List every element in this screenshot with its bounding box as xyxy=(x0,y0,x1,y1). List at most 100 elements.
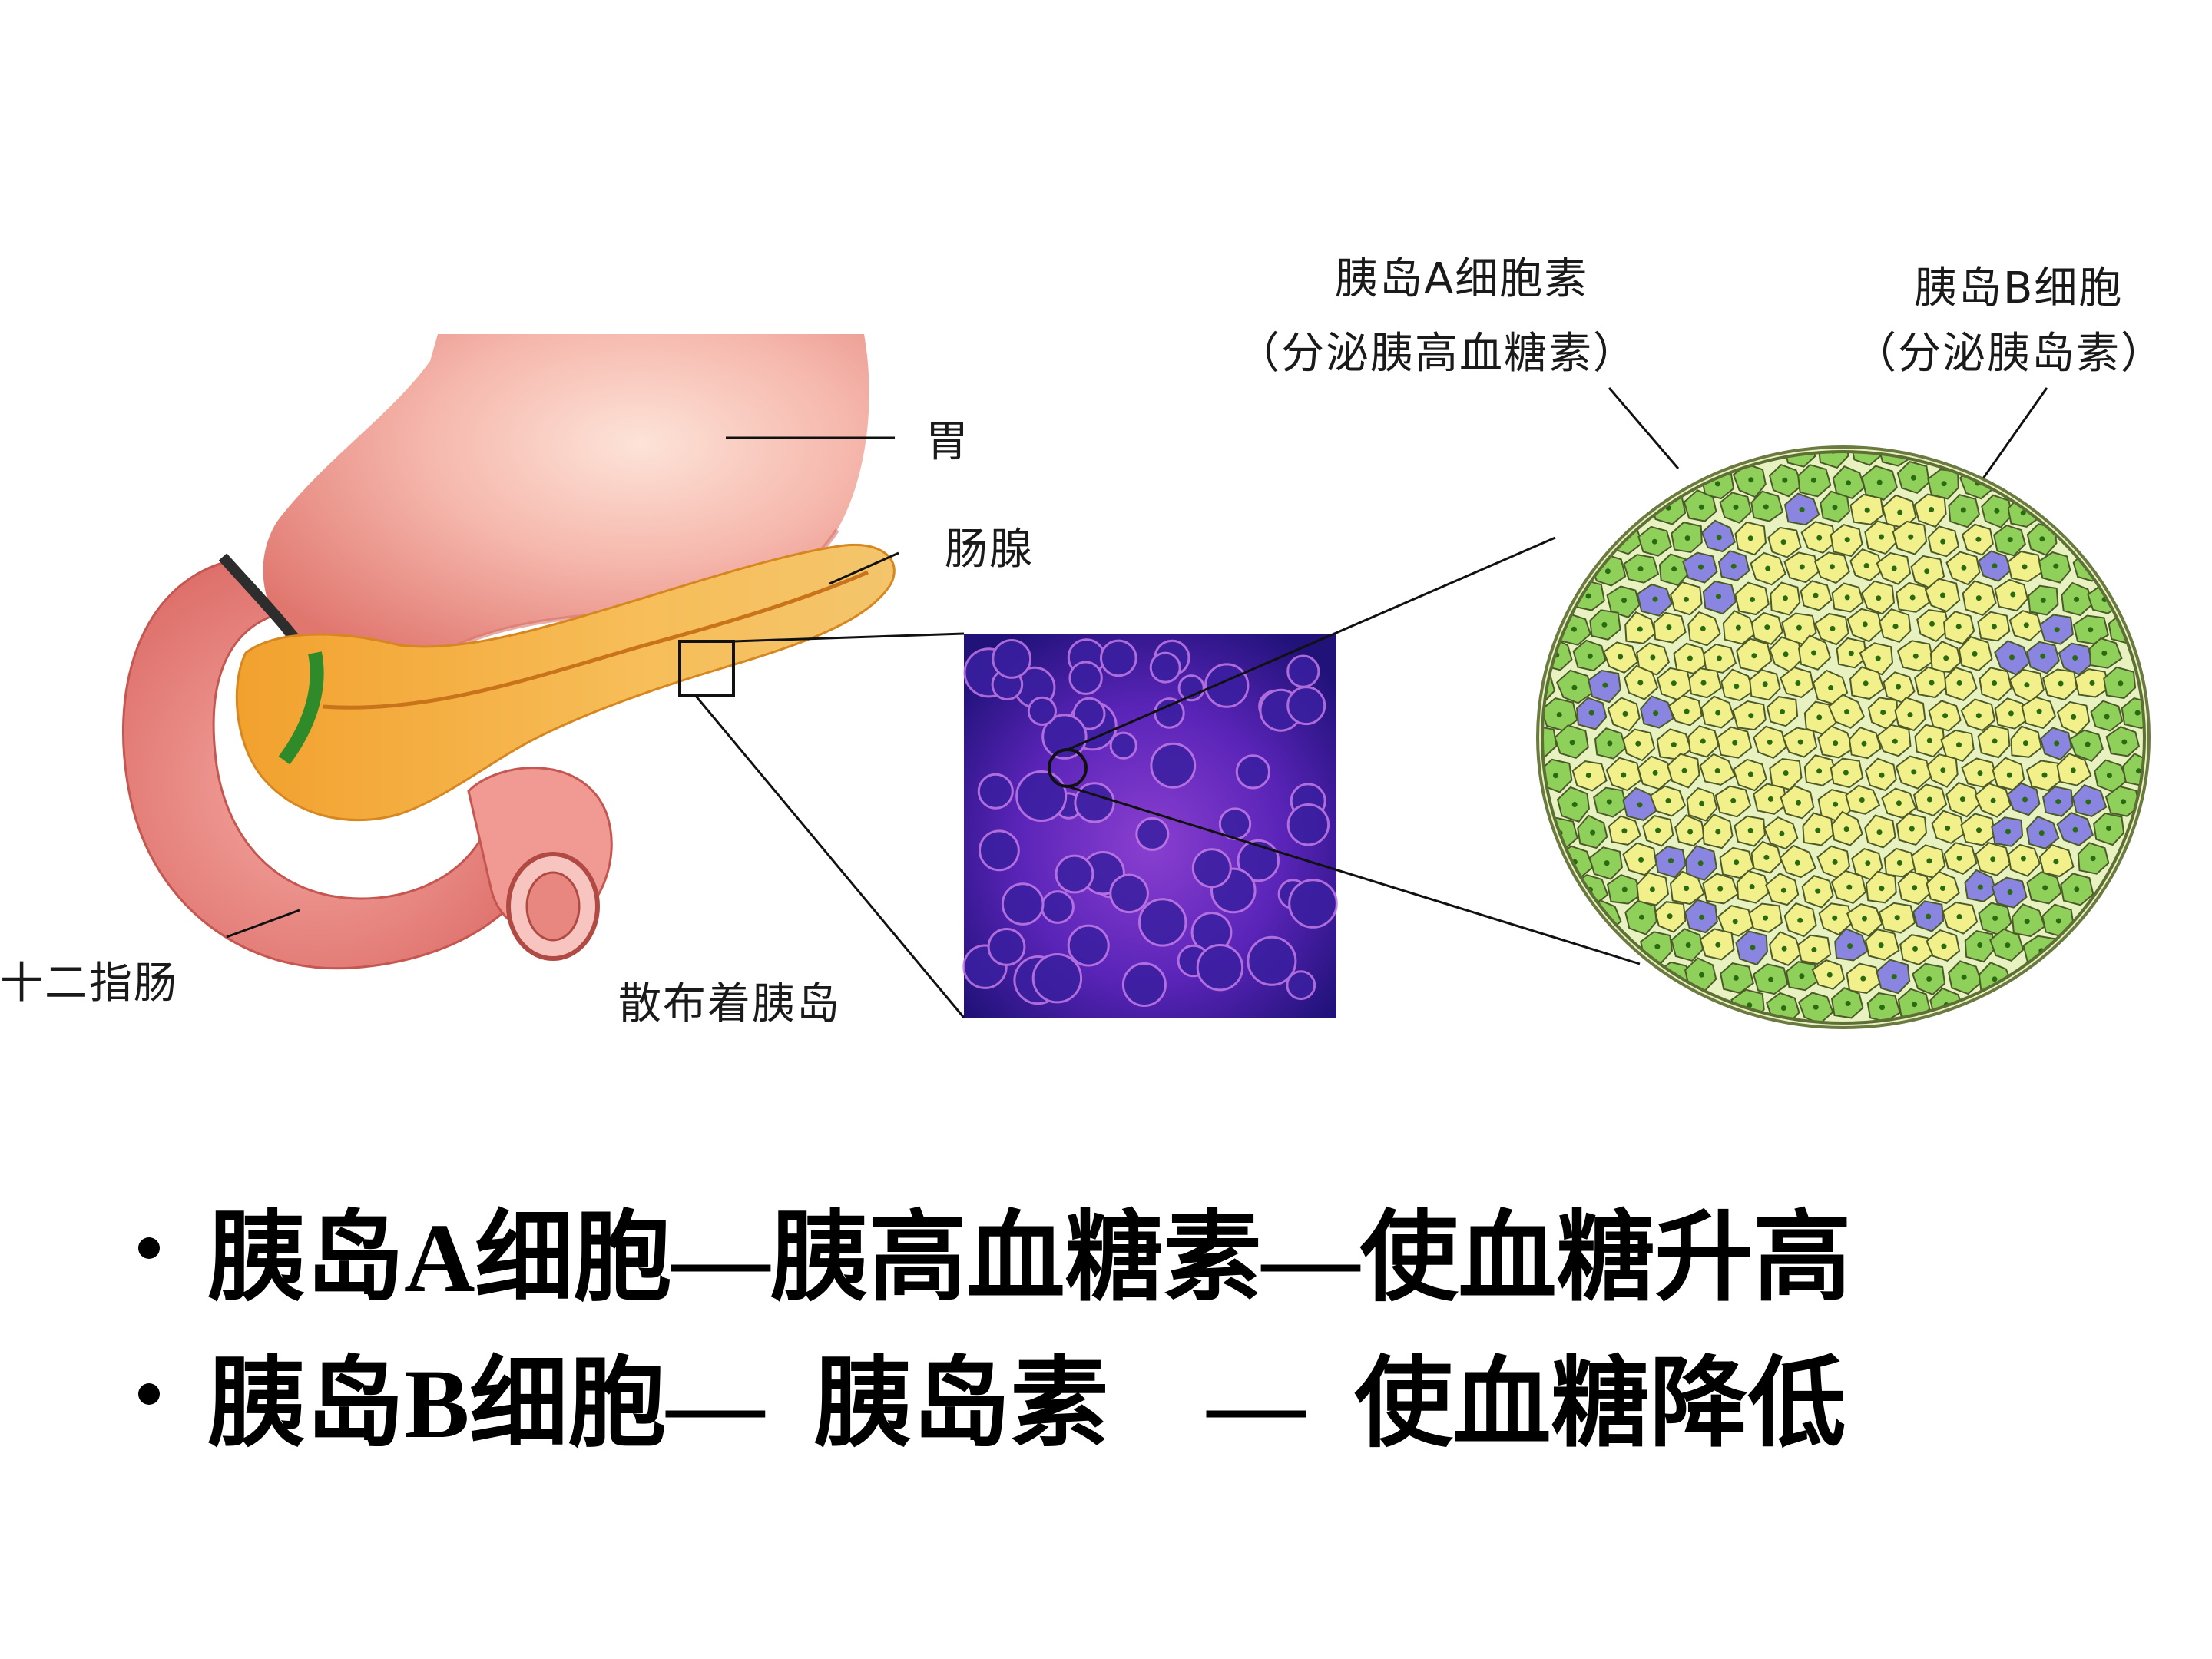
cell-nucleus xyxy=(1799,507,1805,513)
label-duodenum: 十二指肠 xyxy=(0,959,178,1008)
cell-nucleus xyxy=(1637,566,1644,572)
cell-nucleus xyxy=(1994,508,2000,514)
cell-nucleus xyxy=(2118,680,2124,687)
cell-nucleus xyxy=(1650,654,1656,661)
cell-nucleus xyxy=(1926,913,1932,919)
cell-nucleus xyxy=(1959,796,1965,803)
cell-nucleus xyxy=(1992,976,1998,982)
cell-nucleus xyxy=(1748,713,1754,719)
cell-nucleus xyxy=(2005,942,2011,949)
cell-nucleus xyxy=(2074,596,2079,602)
cell-nucleus xyxy=(1940,886,1945,891)
cell-nucleus xyxy=(1929,680,1935,686)
micrograph-cell xyxy=(1237,839,1280,882)
cell-nucleus xyxy=(1875,655,1881,661)
cell-nucleus xyxy=(1671,680,1677,687)
cell-nucleus xyxy=(1892,738,1898,744)
micrograph-cell xyxy=(1286,686,1326,726)
cell-nucleus xyxy=(1767,739,1773,745)
cell-nucleus xyxy=(1816,768,1823,774)
cell-nucleus xyxy=(1621,828,1628,834)
cell-nucleus xyxy=(1860,975,1866,982)
cell-nucleus xyxy=(2006,772,2012,778)
cell-nucleus xyxy=(1794,859,1800,866)
cell-nucleus xyxy=(1862,621,1868,628)
cell-nucleus xyxy=(1815,827,1821,833)
cell-nucleus xyxy=(1862,916,1867,922)
cell-nucleus xyxy=(1941,943,1947,949)
bullet-item: 胰岛B细胞— 胰岛素 — 使血糖降低 xyxy=(138,1321,1851,1467)
cell-nucleus xyxy=(1811,650,1817,656)
cell-nucleus xyxy=(2039,536,2045,542)
cell-nucleus xyxy=(1956,742,1962,748)
cell-nucleus xyxy=(1896,859,1902,866)
cell-nucleus xyxy=(1684,886,1690,892)
cell-nucleus xyxy=(1912,1002,1918,1008)
cell-nucleus xyxy=(1879,534,1884,540)
cell-nucleus xyxy=(1733,975,1739,981)
cell-nucleus xyxy=(2040,597,2046,603)
micrograph-cell xyxy=(1135,816,1170,851)
cell-nucleus xyxy=(1908,534,1914,540)
cell-nucleus xyxy=(1926,737,1932,743)
cell-nucleus xyxy=(2022,564,2028,570)
micrograph-cell xyxy=(1015,770,1068,822)
cell-nucleus xyxy=(1783,595,1788,601)
cell-nucleus xyxy=(1992,563,1998,569)
cell-nucleus xyxy=(1864,507,1870,513)
cell-nucleus xyxy=(1861,740,1867,747)
cell-nucleus xyxy=(1606,799,1612,805)
cell-nucleus xyxy=(1699,972,1704,978)
edge-cell xyxy=(1817,452,1849,469)
cell-nucleus xyxy=(1929,621,1935,627)
cell-nucleus xyxy=(1942,713,1949,719)
cell-nucleus xyxy=(1590,830,1596,836)
cell-nucleus xyxy=(1897,509,1903,515)
cell-nucleus xyxy=(2023,622,2029,628)
bullet-dot xyxy=(138,1237,160,1259)
cell-nucleus xyxy=(1714,768,1720,773)
cell-nucleus xyxy=(2089,680,2095,686)
cell-nucleus xyxy=(1844,537,1850,543)
cell-nucleus xyxy=(2085,741,2091,747)
cell-nucleus xyxy=(2106,826,2111,831)
cell-nucleus xyxy=(1859,797,1865,803)
cell-nucleus xyxy=(1621,598,1627,604)
cell-nucleus xyxy=(1684,708,1690,714)
cell-nucleus xyxy=(2070,767,2076,773)
cell-nucleus xyxy=(1748,477,1754,483)
cell-nucleus xyxy=(2072,655,2078,661)
cell-nucleus xyxy=(2038,830,2045,836)
cell-nucleus xyxy=(1730,797,1737,803)
cell-nucleus xyxy=(1972,651,1978,657)
cell-nucleus xyxy=(2008,710,2014,717)
micrograph-cell xyxy=(1121,962,1167,1007)
micrograph-cell xyxy=(1100,639,1137,677)
cell-nucleus xyxy=(1783,651,1789,657)
cell-nucleus xyxy=(2022,796,2028,803)
cell-nucleus xyxy=(1991,624,1997,630)
cell-nucleus xyxy=(1685,942,1691,948)
cell-nucleus xyxy=(1556,712,1562,718)
cell-nucleus xyxy=(1876,479,1883,485)
cell-nucleus xyxy=(1945,825,1951,831)
micrograph-cell xyxy=(1204,663,1250,708)
edge-cell xyxy=(1850,452,1883,466)
cell-nucleus xyxy=(1975,536,1982,542)
connector-lines xyxy=(226,387,2048,1018)
cell-nucleus xyxy=(1896,800,1902,806)
cell-nucleus xyxy=(1780,1005,1786,1011)
cell-nucleus xyxy=(1909,594,1916,601)
cell-nucleus xyxy=(1714,481,1720,487)
bile-duct xyxy=(278,651,324,765)
cell-nucleus xyxy=(1763,504,1769,510)
islet-micrograph xyxy=(962,634,1338,1018)
cell-nucleus xyxy=(1638,856,1644,863)
cell-nucleus xyxy=(1700,625,1706,631)
cell-nucleus xyxy=(1976,827,1982,833)
cell-nucleus xyxy=(1912,945,1918,952)
cell-nucleus xyxy=(1907,712,1913,718)
anatomy-illustration xyxy=(122,334,896,970)
cell-nucleus xyxy=(1894,915,1900,921)
